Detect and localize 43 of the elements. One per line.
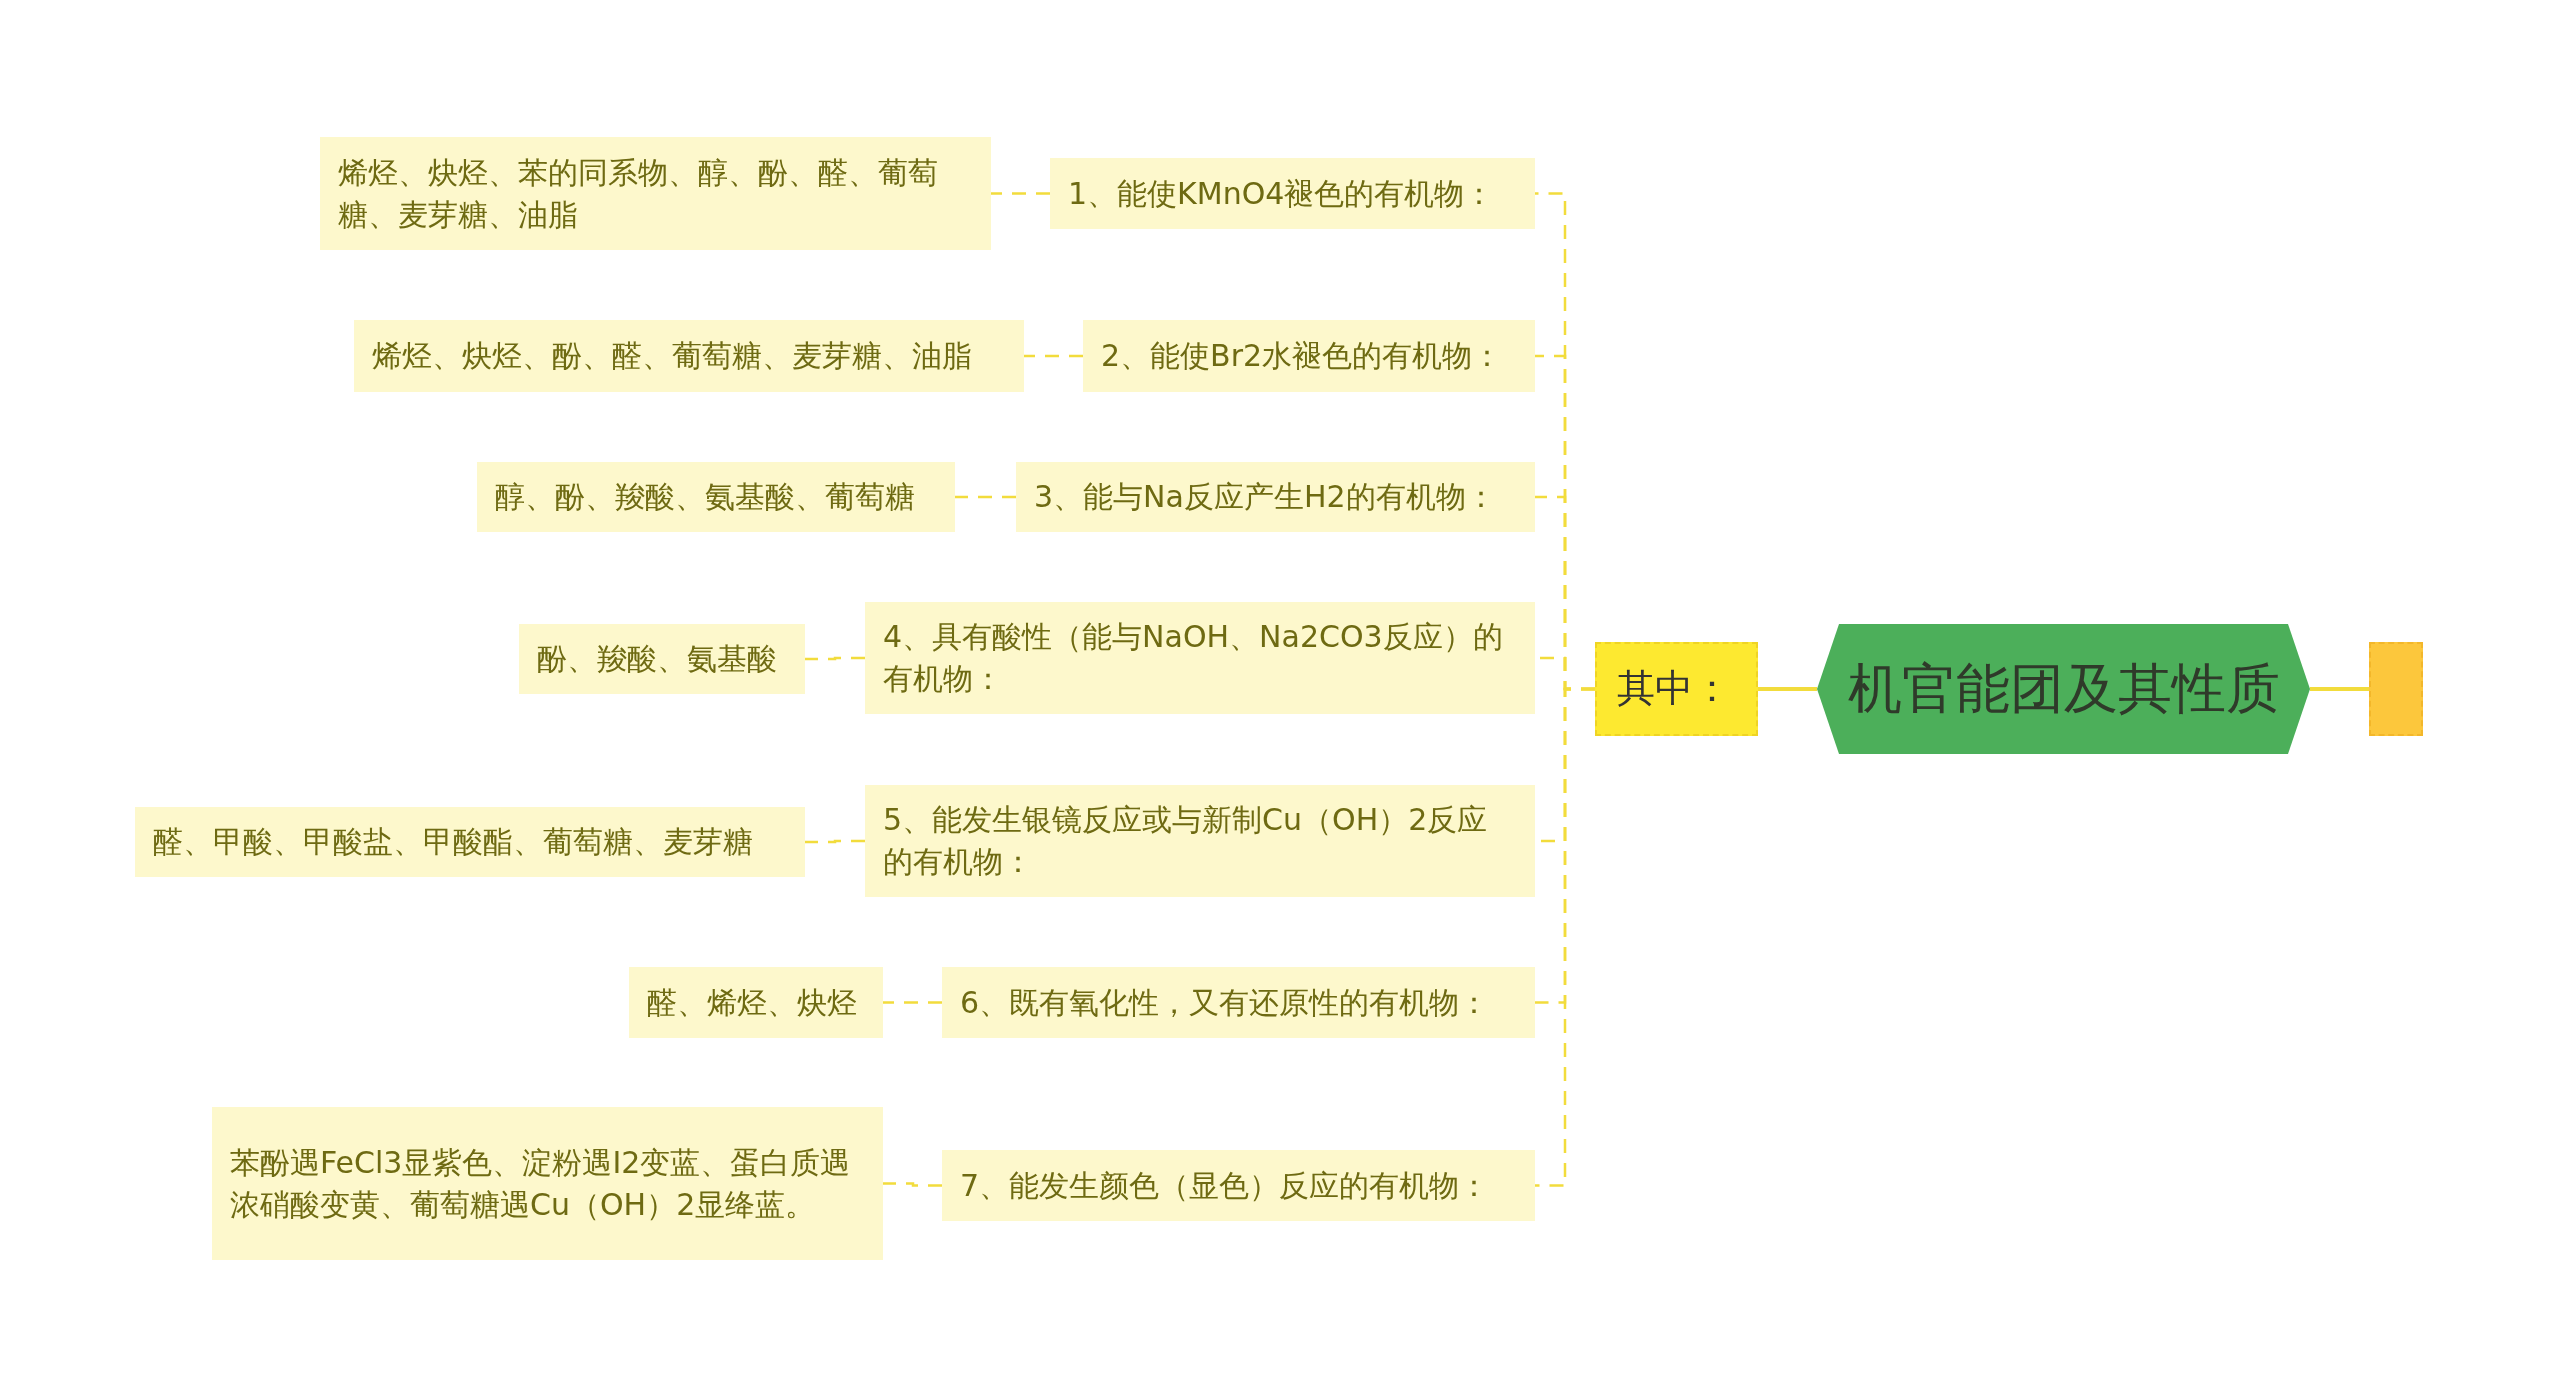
category-text: 2、能使Br2水褪色的有机物： xyxy=(1101,337,1503,375)
category-text: 1、能使KMnO4褪色的有机物： xyxy=(1068,174,1495,213)
detail-text: 苯酚遇FeCl3显紫色、淀粉遇I2变蓝、蛋白质遇浓硝酸变黄、葡萄糖遇Cu（OH）2显绛蓝。 xyxy=(230,1143,852,1224)
category-box xyxy=(865,602,1535,714)
connector-line xyxy=(991,192,1050,195)
connector-line xyxy=(883,1182,942,1187)
category-text: 4、具有酸性（能与NaOH、Na2CO3反应）的有机物： xyxy=(883,618,1504,698)
category-text: 6、既有氧化性，又有还原性的有机物： xyxy=(960,983,1490,1022)
connector-line xyxy=(883,1001,942,1004)
category-box xyxy=(865,785,1535,897)
subtopic-box xyxy=(1595,642,1758,736)
topic-hexagon xyxy=(1817,624,2310,754)
connector-line xyxy=(1535,687,1595,1187)
category-text: 3、能与Na反应产生H2的有机物： xyxy=(1034,478,1496,516)
detail-box xyxy=(135,807,805,877)
category-text: 5、能发生银镜反应或与新制Cu（OH）2反应的有机物： xyxy=(883,801,1489,881)
connector-line xyxy=(1024,354,1083,358)
detail-box xyxy=(629,967,883,1038)
connector-line xyxy=(805,656,865,661)
category-box xyxy=(1083,320,1535,392)
category-box xyxy=(942,1150,1535,1221)
subtopic-label: 其中： xyxy=(1617,665,1731,713)
connector-line xyxy=(1758,687,1817,691)
connector-line xyxy=(2310,687,2369,691)
detail-box xyxy=(354,320,1024,392)
detail-text: 烯烃、炔烃、酚、醛、葡萄糖、麦芽糖、油脂 xyxy=(372,337,972,375)
detail-text: 醇、酚、羧酸、氨基酸、葡萄糖 xyxy=(495,478,915,516)
detail-box xyxy=(212,1107,883,1260)
connector-line xyxy=(955,495,1016,499)
topic-title: 机官能团及其性质 xyxy=(1847,656,2280,723)
connector-line xyxy=(805,839,865,844)
category-box xyxy=(1016,462,1535,532)
detail-text: 醛、烯烃、炔烃 xyxy=(647,983,857,1022)
detail-text: 酚、羧酸、氨基酸 xyxy=(537,640,777,678)
detail-text: 烯烃、炔烃、苯的同系物、醇、酚、醛、葡萄糖、麦芽糖、油脂 xyxy=(338,153,939,234)
detail-box xyxy=(519,624,805,694)
category-box xyxy=(1050,158,1535,229)
detail-box xyxy=(320,137,991,250)
detail-text: 醛、甲酸、甲酸盐、甲酸酯、葡萄糖、麦芽糖 xyxy=(153,823,753,861)
category-text: 7、能发生颜色（显色）反应的有机物： xyxy=(960,1166,1490,1205)
category-box xyxy=(942,967,1535,1038)
detail-box xyxy=(477,462,955,532)
empty-box xyxy=(2369,642,2423,736)
